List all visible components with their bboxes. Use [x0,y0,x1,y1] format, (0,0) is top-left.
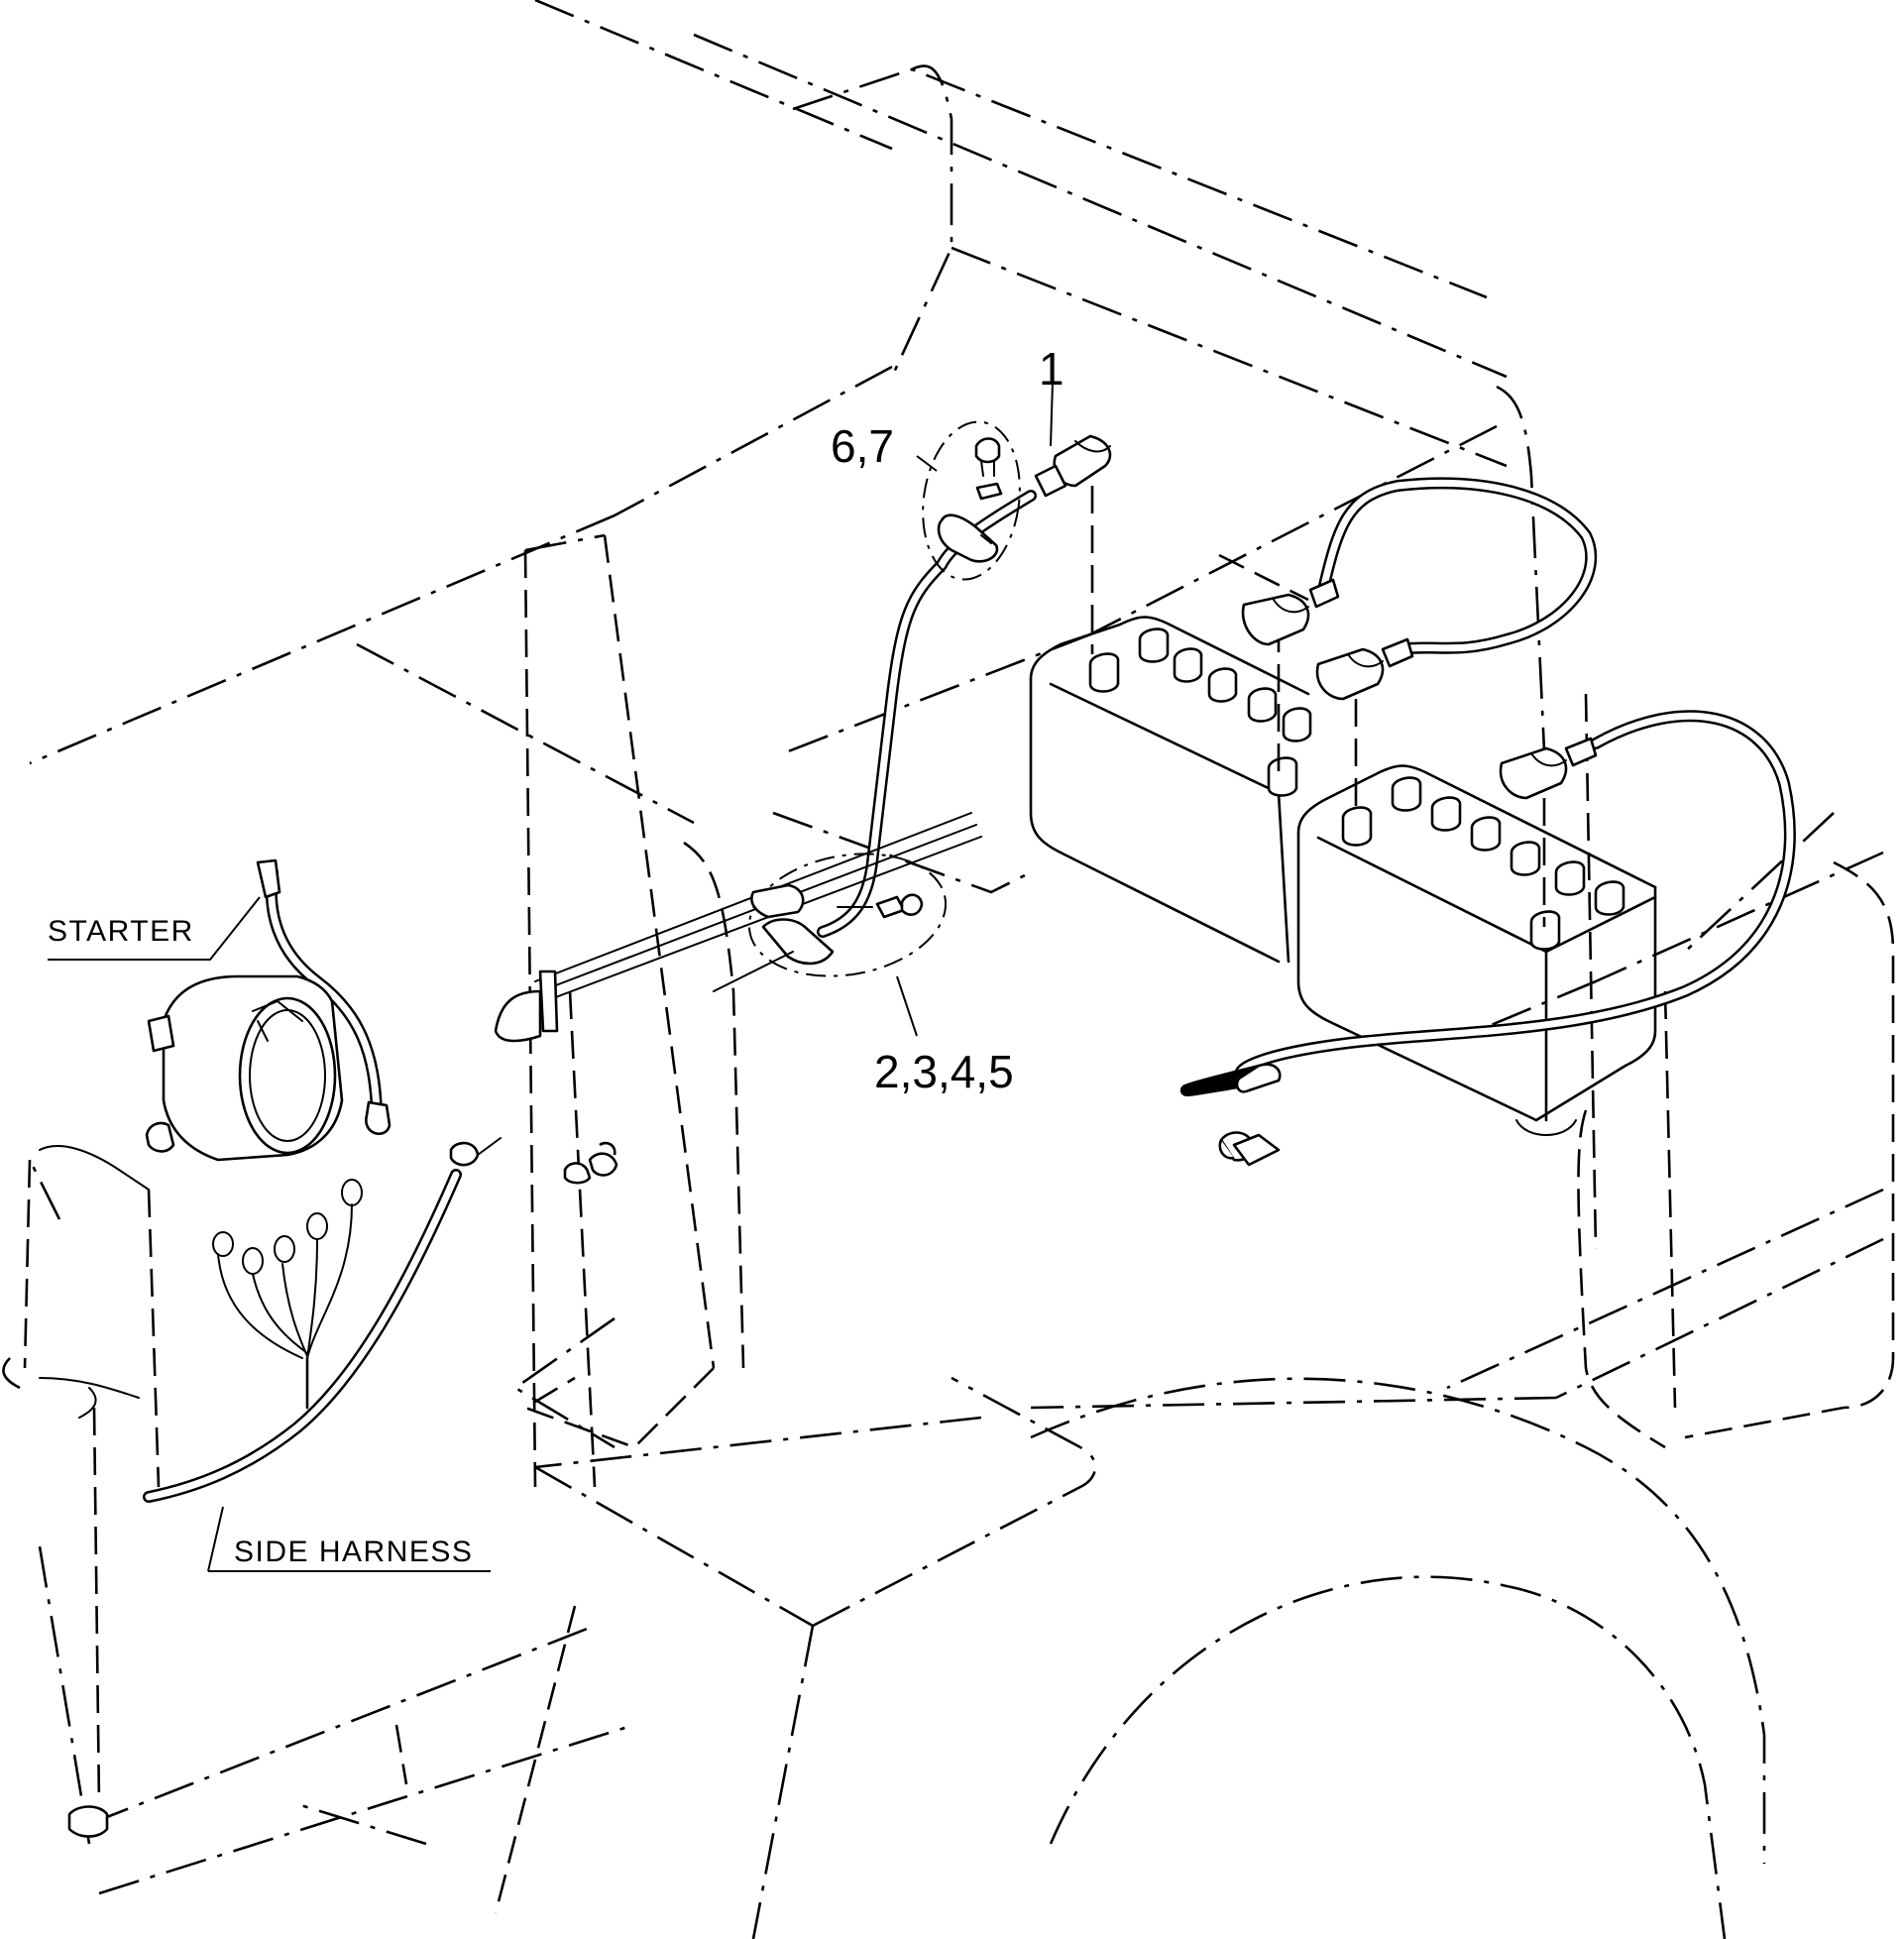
wheel-arch-phantom [1030,1377,1766,1939]
callout-label-1: 1 [1039,343,1064,395]
harness-bracket [449,970,618,1185]
fender-hidden [1577,860,1895,1449]
starter-motor [145,974,344,1162]
callout-2-3-4-5-detail [713,853,948,992]
terminal-clamp-left [1034,434,1112,498]
terminal-clamp-mid2 [1315,637,1414,701]
starter-cable [256,858,392,1135]
terminal-guide-lines [1090,486,1546,927]
battery-interconnect-cable [1317,477,1598,655]
starter-wire-rings [212,1179,363,1410]
callout-6-7-detail [922,420,1021,581]
callout-label-2-3-4-5: 2,3,4,5 [874,1046,1014,1097]
battery-right [1296,764,1657,1136]
leader-lines [48,381,1054,1572]
side-harness-label: SIDE HARNESS [234,1536,473,1568]
left-body-outline [23,1145,161,1838]
callout-label-6-7: 6,7 [831,420,894,472]
pillar-hidden [394,533,1598,1914]
ground-cable-item-1 [817,490,1037,938]
positive-cable [1179,710,1796,1167]
terminal-clamp-mid1 [1241,578,1340,646]
battery-left [1029,553,1312,964]
terminal-clamp-right [1499,737,1598,800]
starter-label: STARTER [48,915,194,948]
